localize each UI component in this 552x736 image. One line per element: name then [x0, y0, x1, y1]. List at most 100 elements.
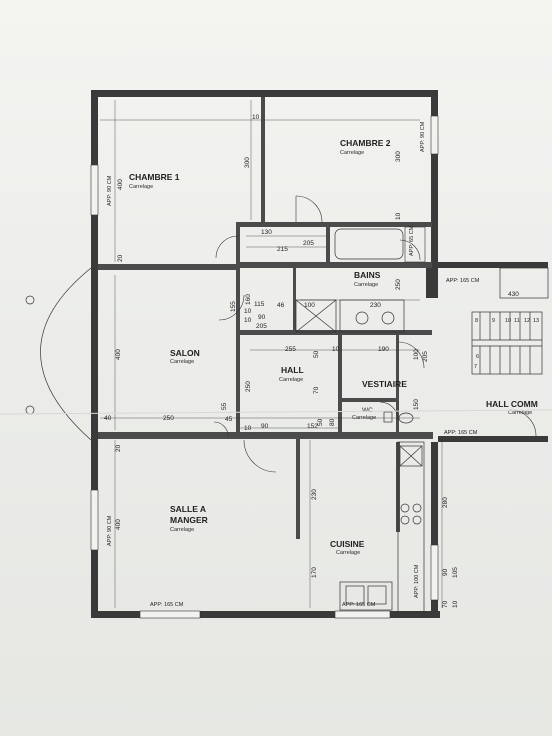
dim-160: 160	[245, 294, 252, 305]
room-name-wc: WC	[362, 407, 373, 414]
inner-walls	[98, 97, 433, 539]
dim-150: 150	[413, 399, 420, 410]
dim-130: 130	[261, 229, 272, 236]
dim-10-c2: 10	[395, 212, 402, 220]
room-floor-hall-comm: Carrelage	[508, 410, 532, 416]
outer-walls	[91, 90, 440, 618]
sink-left	[355, 311, 369, 325]
dim-90-a: 90	[258, 314, 266, 321]
burner-3	[400, 515, 410, 525]
dimension-texts: 10 300 400 20 300 10 130 205 215 250 230…	[104, 114, 519, 608]
dim-250-salon: 250	[163, 415, 174, 422]
dim-10-e: 10	[452, 600, 459, 608]
dim-155: 155	[230, 301, 237, 312]
window-label-cuisine-bottom: APP: 165 CM	[342, 602, 376, 608]
windows	[90, 115, 439, 619]
dim-45: 45	[225, 416, 233, 423]
window-label-salle-a-manger-bottom: APP: 165 CM	[150, 602, 184, 608]
room-name-hall-comm: HALL COMM	[486, 399, 538, 409]
step-8: 8	[475, 318, 478, 324]
room-name-chambre1: CHAMBRE 1	[129, 172, 180, 182]
dim-400-salon: 400	[115, 349, 122, 360]
dim-230: 230	[370, 302, 381, 309]
dim-20-c1: 20	[117, 254, 124, 262]
dim-170: 170	[311, 567, 318, 578]
dim-215: 215	[277, 246, 288, 253]
window-label-hall-comm-top: APP: 165 CM	[446, 278, 480, 284]
dim-20-sam: 20	[115, 444, 122, 452]
room-floor-salon: Carrelage	[170, 359, 194, 365]
dim-10-c: 10	[332, 346, 340, 353]
dim-430: 430	[508, 291, 519, 298]
landing	[499, 267, 549, 299]
dim-152: 152	[307, 423, 318, 430]
step-10: 10	[505, 318, 511, 324]
room-name-hall: HALL	[281, 365, 304, 375]
room-name-salle-a-manger-2: MANGER	[170, 515, 208, 525]
burner-2	[412, 503, 422, 513]
dim-40: 40	[104, 415, 112, 422]
dim-205-c: 205	[422, 351, 429, 362]
room-floor-cuisine: Carrelage	[336, 550, 360, 556]
step-9: 9	[492, 318, 495, 324]
dim-10-a: 10	[244, 308, 252, 315]
balcony-arc	[40, 267, 92, 441]
window-labels: APP: 90 CM APP: 90 CM APP: 65 CM APP: 16…	[107, 121, 480, 608]
balcony-post-bottom	[25, 405, 35, 415]
hall-comm-area: 8 9 10 11 12 13 7 6	[438, 262, 549, 442]
kitchen-fixtures	[339, 441, 425, 613]
dim-300-c1: 300	[244, 157, 251, 168]
burner-4	[412, 515, 422, 525]
room-floor-chambre2: Carrelage	[340, 150, 364, 156]
stairs: 8 9 10 11 12 13 7 6	[471, 311, 543, 375]
dim-205-a: 205	[303, 240, 314, 247]
room-name-vestiaire: VESTIAIRE	[362, 379, 407, 389]
dim-90-c: 90	[442, 568, 449, 576]
dim-46: 46	[277, 302, 285, 309]
dim-10-top: 10	[252, 114, 260, 121]
dim-400-sam: 400	[115, 519, 122, 530]
step-12: 12	[524, 318, 530, 324]
step-11: 11	[514, 318, 520, 324]
dim-80: 80	[329, 418, 336, 426]
sink-right	[381, 311, 395, 325]
dim-205-b: 205	[256, 323, 267, 330]
dim-70-c: 70	[442, 600, 449, 608]
paper-fold	[0, 409, 552, 415]
dim-250-hall: 250	[245, 381, 252, 392]
dim-400-c1: 400	[117, 179, 124, 190]
window-label-bains: APP: 65 CM	[409, 225, 415, 256]
room-name-cuisine: CUISINE	[330, 539, 365, 549]
dim-255: 255	[285, 346, 296, 353]
dim-280: 280	[442, 497, 449, 508]
room-name-salle-a-manger-1: SALLE A	[170, 504, 206, 514]
room-name-bains: BAINS	[354, 270, 381, 280]
dim-250-bains: 250	[395, 279, 402, 290]
room-labels: CHAMBRE 1 Carrelage CHAMBRE 2 Carrelage …	[129, 138, 538, 556]
dim-100-bains: 100	[304, 302, 315, 309]
dimension-lines	[100, 100, 443, 608]
burner-1	[400, 503, 410, 513]
step-6: 6	[476, 354, 479, 360]
dim-10-b: 10	[244, 317, 252, 324]
room-name-chambre2: CHAMBRE 2	[340, 138, 391, 148]
room-floor-salle-a-manger: Carrelage	[170, 527, 194, 533]
window-label-chambre2: APP: 90 CM	[420, 121, 426, 152]
dim-230-cuisine: 230	[311, 489, 318, 500]
dim-100: 100	[413, 349, 420, 360]
dim-90-b: 90	[261, 423, 269, 430]
dim-300-c2: 300	[395, 151, 402, 162]
wc-sink	[383, 411, 393, 423]
dim-55: 55	[221, 402, 228, 410]
dim-190: 190	[378, 346, 389, 353]
kitchen-sink	[339, 581, 393, 611]
bathtub	[334, 228, 404, 260]
dim-115: 115	[254, 301, 265, 308]
window-label-hall-comm-bottom: APP: 165 CM	[444, 430, 478, 436]
window-label-salle-a-manger-left: APP: 90 CM	[107, 515, 113, 546]
step-7: 7	[474, 364, 477, 370]
room-name-salon: SALON	[170, 348, 200, 358]
kitchen-counter	[397, 441, 425, 613]
dim-105: 105	[452, 567, 459, 578]
